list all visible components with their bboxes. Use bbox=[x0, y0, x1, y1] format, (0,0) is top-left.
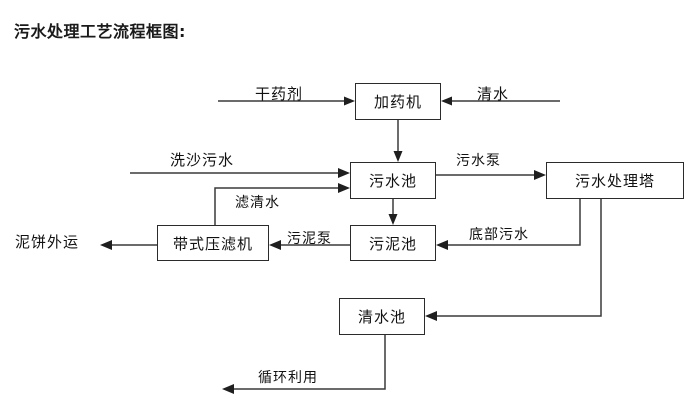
edge-label-filtrate: 滤清水 bbox=[235, 195, 280, 211]
arrowhead-wastewater-to-sludge bbox=[388, 214, 398, 225]
terminal-clean-water-input: 清水 bbox=[477, 85, 510, 103]
node-belt-filter-press[interactable]: 带式压滤机 bbox=[157, 225, 269, 261]
edge-label-recycle-reuse: 循环利用 bbox=[258, 370, 318, 386]
node-sludge-pool[interactable]: 污泥池 bbox=[350, 225, 436, 261]
node-label: 加药机 bbox=[373, 93, 422, 111]
wire-tower-to-clearwater bbox=[434, 199, 602, 317]
terminal-mud-cake-transport: 泥饼外运 bbox=[15, 233, 80, 251]
node-label: 清水池 bbox=[357, 308, 406, 326]
node-treatment-tower[interactable]: 污水处理塔 bbox=[546, 162, 684, 199]
arrowhead-dry-chemical bbox=[344, 96, 355, 106]
arrowhead-tower-to-clearwater bbox=[425, 311, 437, 321]
arrowhead-sandwash bbox=[338, 168, 350, 178]
arrowhead-bottom-wastewater bbox=[436, 240, 448, 250]
node-label: 带式压滤机 bbox=[172, 234, 253, 253]
node-wastewater-pool[interactable]: 污水池 bbox=[350, 162, 436, 199]
node-clear-water-pool[interactable]: 清水池 bbox=[339, 298, 425, 335]
arrowhead-recycle bbox=[222, 384, 234, 394]
arrowhead-dosing-to-wastewater bbox=[393, 151, 403, 162]
node-label: 污泥池 bbox=[368, 234, 417, 253]
arrowhead-wastewater-pump bbox=[534, 170, 546, 180]
node-dosing-machine[interactable]: 加药机 bbox=[355, 83, 441, 120]
terminal-dry-chemical: 干药剂 bbox=[255, 85, 304, 103]
terminal-sand-wash-water: 洗沙污水 bbox=[170, 151, 235, 169]
edge-label-wastewater-pump: 污水泵 bbox=[456, 153, 501, 169]
arrowhead-sludge-pump bbox=[269, 240, 281, 250]
page-title: 污水处理工艺流程框图: bbox=[14, 22, 186, 41]
wire-filtrate-to-wastewater bbox=[214, 187, 341, 225]
edge-label-sludge-pump: 污泥泵 bbox=[287, 231, 332, 247]
wire-clearwater-recycle bbox=[231, 335, 386, 390]
arrowhead-mudcake bbox=[100, 240, 112, 250]
wire-tower-bottom-to-sludge bbox=[445, 199, 581, 246]
node-label: 污水池 bbox=[368, 172, 417, 190]
edge-label-bottom-wastewater: 底部污水 bbox=[469, 227, 529, 243]
node-label: 污水处理塔 bbox=[574, 172, 655, 190]
arrowhead-clean-water bbox=[441, 96, 452, 106]
arrowhead-filtrate bbox=[338, 183, 350, 193]
